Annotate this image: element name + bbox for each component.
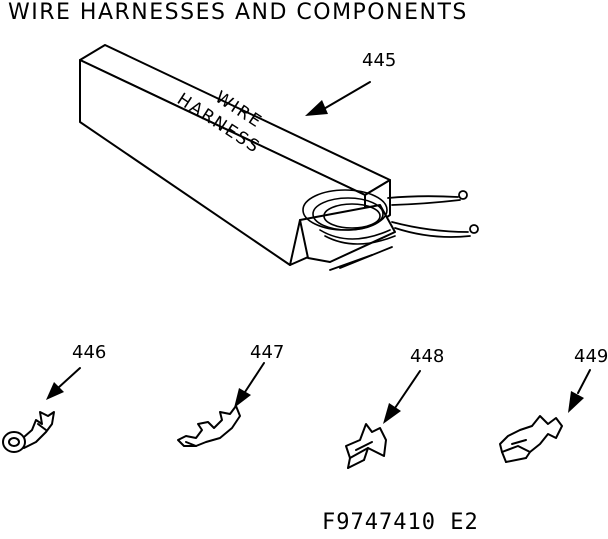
wire-leads: [329, 190, 479, 271]
wire-harness-box: WIRE HARNESS: [79, 44, 479, 271]
part-number-448: 448: [410, 346, 445, 367]
drawing-code: F9747410 E2: [322, 510, 479, 535]
part-number-449: 449: [574, 346, 608, 367]
quick-disconnect-terminal: [499, 415, 563, 463]
arrow-448: [383, 370, 421, 424]
ring-terminal: [2, 411, 55, 453]
arrow-447: [234, 362, 265, 408]
part-number-447: 447: [250, 342, 285, 363]
part-number-445: 445: [362, 50, 397, 71]
coiled-wire: [302, 189, 396, 245]
arrow-445: [305, 81, 371, 116]
arrow-446: [46, 367, 81, 400]
arrow-449: [568, 369, 591, 413]
leader-arrows: [46, 81, 591, 424]
flag-terminal: [345, 423, 387, 469]
part-number-446: 446: [72, 342, 107, 363]
spade-terminal: [177, 405, 241, 447]
diagram-title: WIRE HARNESSES AND COMPONENTS: [8, 0, 468, 25]
